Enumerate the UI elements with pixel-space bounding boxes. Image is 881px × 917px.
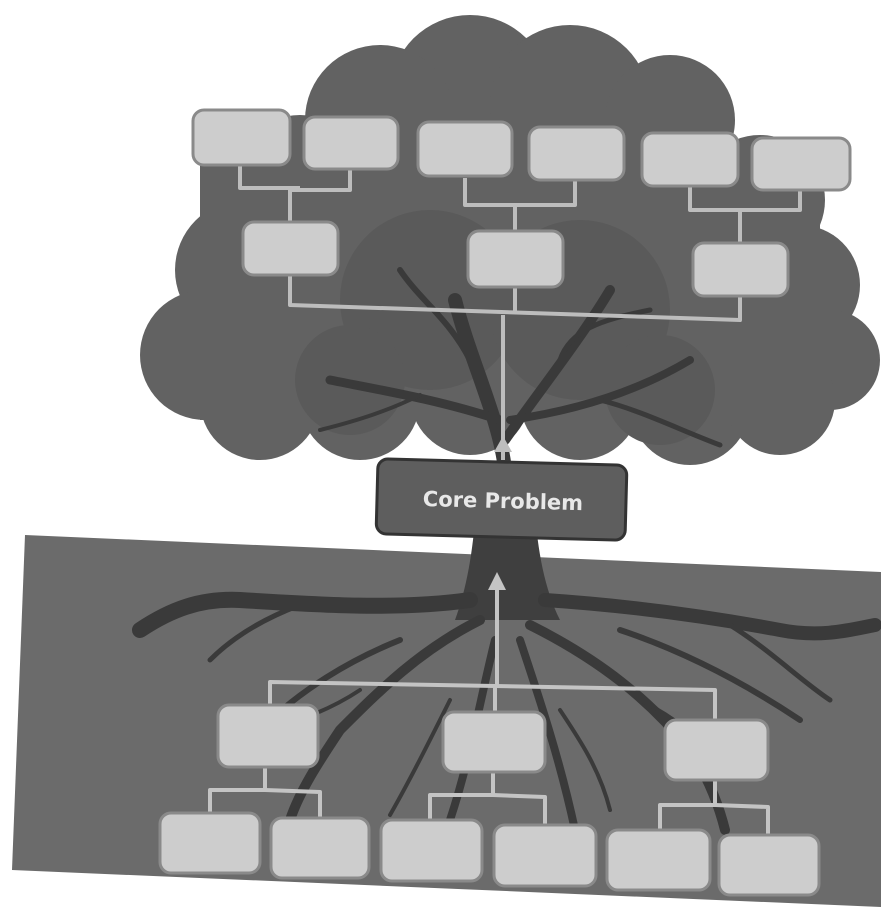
core-problem-label: Core Problem <box>423 487 584 515</box>
effect-box <box>191 108 292 167</box>
core-problem-box: Core Problem <box>374 457 629 542</box>
effect-connectors <box>238 162 802 460</box>
arrow-up-icon <box>488 572 506 590</box>
cause-box <box>605 828 712 892</box>
cause-box <box>492 823 598 888</box>
effect-box <box>416 120 514 178</box>
cause-box <box>158 811 262 875</box>
cause-connectors <box>208 572 770 835</box>
effect-box <box>691 241 790 298</box>
effect-box <box>527 125 626 182</box>
cause-box <box>379 818 484 883</box>
arrow-up-icon <box>494 436 512 452</box>
effect-boxes <box>191 108 852 298</box>
cause-box <box>269 816 371 880</box>
cause-box <box>663 718 770 782</box>
cause-box <box>717 833 821 897</box>
cause-box <box>216 703 320 769</box>
effect-box <box>302 115 400 171</box>
effect-box <box>241 220 340 277</box>
effect-box <box>640 131 740 188</box>
effect-box <box>750 136 852 192</box>
cause-box <box>441 710 547 774</box>
cause-boxes <box>158 703 821 897</box>
effect-box <box>466 229 565 289</box>
